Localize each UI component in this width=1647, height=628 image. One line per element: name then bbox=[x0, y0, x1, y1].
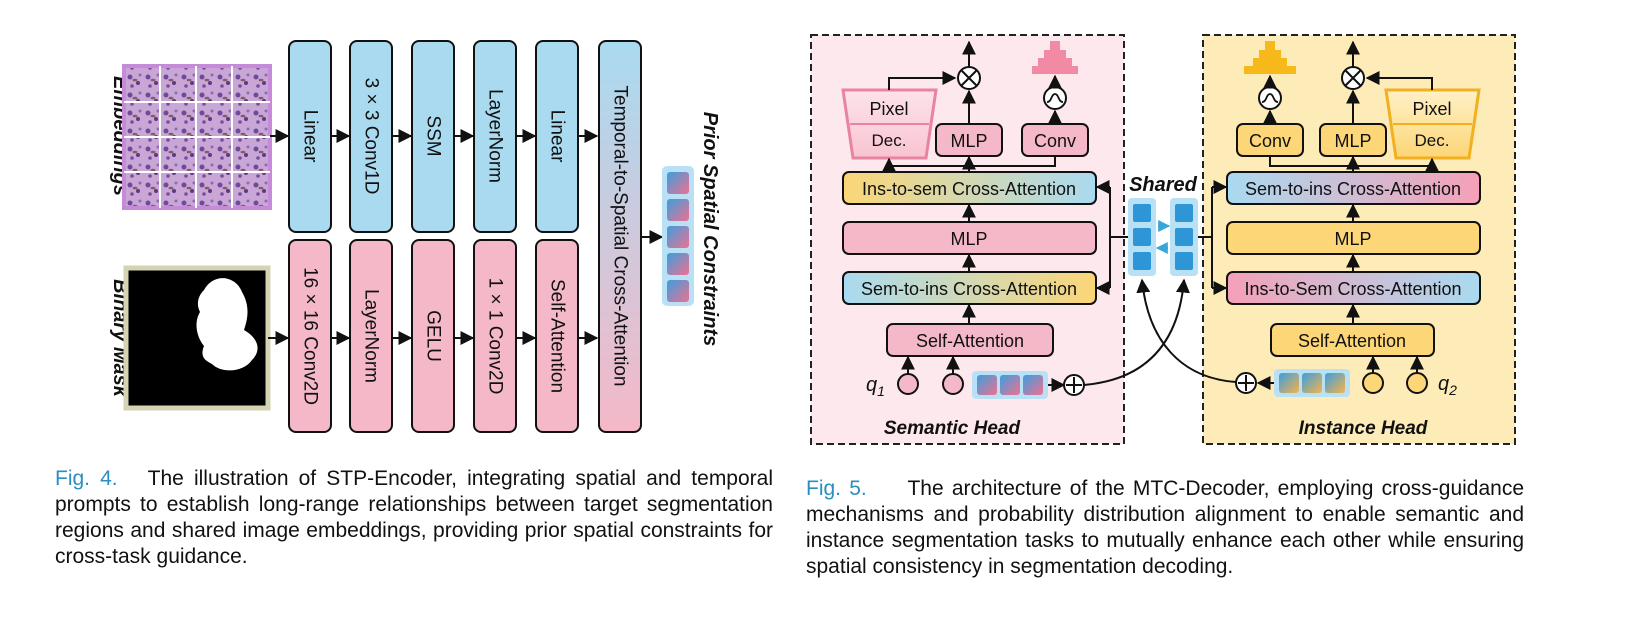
shared-tokens bbox=[1128, 198, 1198, 276]
prior-spatial-constraints-tokens bbox=[662, 166, 694, 306]
fig4-caption-text: The illustration of STP-Encoder, integra… bbox=[55, 467, 774, 568]
shared-label: Shared bbox=[1129, 174, 1198, 196]
svg-text:Ins-to-Sem Cross-Attention: Ins-to-Sem Cross-Attention bbox=[1244, 279, 1461, 299]
svg-text:1 × 1 Conv2D: 1 × 1 Conv2D bbox=[485, 278, 506, 395]
embeddings-image bbox=[122, 64, 272, 210]
multiply-icon-2 bbox=[1341, 66, 1365, 90]
fig5-caption-tag: Fig. 5. bbox=[806, 477, 867, 500]
encoder-bottom-row: 16 × 16 Conv2D LayerNorm GELU 1 × 1 Conv… bbox=[288, 239, 599, 433]
instance-head: Sem-to-ins Cross-Attention MLP Ins-to-Se… bbox=[1226, 40, 1481, 398]
gelu-block bbox=[411, 239, 455, 433]
svg-text:Dec.: Dec. bbox=[872, 131, 907, 150]
fig4-diagram: Embeddings Binary Mask Linear 3 × 3 bbox=[109, 40, 721, 433]
add-icon bbox=[1063, 374, 1085, 396]
svg-text:MLP: MLP bbox=[1334, 131, 1371, 151]
semantic-query-label: q1 bbox=[866, 374, 885, 399]
svg-text:Pixel: Pixel bbox=[869, 99, 908, 119]
svg-text:LayerNorm: LayerNorm bbox=[361, 289, 382, 383]
semantic-head: Pixel Dec. MLP Conv bbox=[841, 40, 1097, 399]
activation-icon-2 bbox=[1258, 86, 1282, 110]
fig5-diagram: Semantic Head Instance Head Pixel Dec. M… bbox=[810, 34, 1516, 445]
svg-text:16 × 16 Conv2D: 16 × 16 Conv2D bbox=[300, 267, 321, 405]
svg-text:MLP: MLP bbox=[1334, 229, 1371, 249]
encoder-top-row: Linear 3 × 3 Conv1D SSM LayerNorm Linear bbox=[288, 40, 599, 233]
fig5-caption-text: The architecture of the MTC-Decoder, emp… bbox=[806, 477, 1525, 578]
fig4-caption: Fig. 4. The illustration of STP-Encoder,… bbox=[55, 466, 773, 570]
svg-text:Pixel: Pixel bbox=[1412, 99, 1451, 119]
instance-distribution-icon bbox=[1244, 41, 1296, 74]
svg-text:Sem-to-ins Cross-Attention: Sem-to-ins Cross-Attention bbox=[861, 279, 1077, 299]
semantic-distribution-icon bbox=[1032, 41, 1078, 74]
svg-text:Conv: Conv bbox=[1249, 131, 1291, 151]
svg-text:SSM: SSM bbox=[423, 115, 444, 156]
semantic-prior-tokens bbox=[972, 371, 1048, 399]
svg-text:MLP: MLP bbox=[950, 131, 987, 151]
svg-text:MLP: MLP bbox=[950, 229, 987, 249]
fig5-caption: Fig. 5. The architecture of the MTC-Deco… bbox=[806, 476, 1524, 580]
multiply-icon bbox=[957, 66, 981, 90]
prior-spatial-constraints-label: Prior Spatial Constraints bbox=[699, 112, 721, 347]
svg-text:Linear: Linear bbox=[300, 110, 321, 163]
svg-text:Self-Attention: Self-Attention bbox=[1298, 331, 1406, 351]
svg-text:3 × 3 Conv1D: 3 × 3 Conv1D bbox=[361, 78, 382, 195]
svg-text:Dec.: Dec. bbox=[1415, 131, 1450, 150]
self-attention-block bbox=[535, 239, 579, 433]
add-icon-2 bbox=[1235, 372, 1257, 394]
svg-text:Self-Attention: Self-Attention bbox=[916, 331, 1024, 351]
binary-mask-image bbox=[123, 265, 271, 411]
instance-query-token-2 bbox=[1406, 372, 1428, 394]
fig4-caption-tag: Fig. 4. bbox=[55, 467, 118, 490]
layernorm-block-2 bbox=[349, 239, 393, 433]
svg-text:LayerNorm: LayerNorm bbox=[485, 89, 506, 183]
svg-text:Conv: Conv bbox=[1034, 131, 1076, 151]
svg-text:Sem-to-ins Cross-Attention: Sem-to-ins Cross-Attention bbox=[1245, 179, 1461, 199]
semantic-head-label: Semantic Head bbox=[884, 418, 1021, 439]
svg-text:GELU: GELU bbox=[423, 310, 444, 362]
semantic-query-token-2 bbox=[942, 373, 964, 395]
activation-icon bbox=[1043, 86, 1067, 110]
instance-head-label: Instance Head bbox=[1299, 418, 1428, 439]
svg-text:Linear: Linear bbox=[547, 110, 568, 163]
svg-text:Ins-to-sem Cross-Attention: Ins-to-sem Cross-Attention bbox=[862, 179, 1076, 199]
semantic-query-token-1 bbox=[897, 373, 919, 395]
svg-text:Self-Attention: Self-Attention bbox=[547, 279, 568, 393]
svg-text:Temporal-to-Spatial Cross-Atte: Temporal-to-Spatial Cross-Attention bbox=[610, 86, 631, 387]
instance-query-label: q2 bbox=[1438, 373, 1457, 398]
instance-query-token-1 bbox=[1362, 372, 1384, 394]
conv2d-16-block bbox=[288, 239, 332, 433]
conv2d-1-block bbox=[473, 239, 517, 433]
instance-prior-tokens bbox=[1274, 369, 1350, 397]
